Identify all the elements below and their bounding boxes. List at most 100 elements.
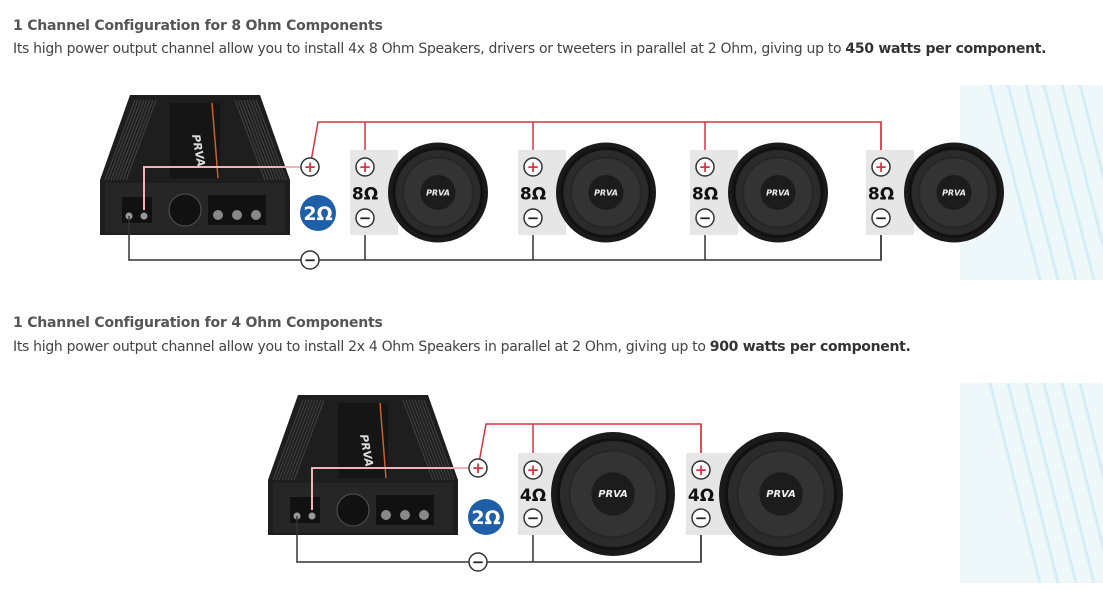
cooling-fan	[336, 493, 370, 527]
heatsink-fin	[110, 99, 142, 181]
background-stripe	[1078, 383, 1103, 482]
speaker-dust-cap	[759, 472, 803, 516]
background-stripe	[1042, 383, 1096, 583]
speaker-dust-cap	[588, 175, 624, 210]
speaker-positive-icon-symbol: +	[875, 158, 888, 176]
terminal-screw	[140, 212, 148, 220]
heatsink-fin	[411, 399, 443, 481]
background-stripe	[988, 85, 1042, 280]
speaker-dust-cap	[591, 472, 635, 516]
heatsink-fin	[417, 399, 449, 481]
speaker-brand-logo: PRVA	[598, 489, 628, 500]
heatsink-fin	[287, 399, 319, 481]
section-2-title: 1 Channel Configuration for 4 Ohm Compon…	[13, 315, 383, 331]
total-load-badge	[468, 499, 504, 535]
speaker-dust-cap	[936, 175, 972, 210]
heatsink-fin	[405, 399, 437, 481]
speaker-terminal	[122, 197, 152, 223]
heatsink-fin	[281, 399, 313, 481]
amp-top-panel	[338, 403, 388, 478]
speaker-positive-icon-symbol: +	[527, 158, 540, 176]
heatsink-fin	[119, 99, 151, 181]
speaker-dust-cap	[420, 175, 456, 210]
positive-wire	[143, 166, 310, 210]
heatsink-fin	[420, 399, 452, 481]
amp-orange-stripe	[379, 402, 387, 479]
heatsink-fin	[278, 399, 310, 481]
background-stripe	[988, 383, 1042, 583]
speaker-dust-cap	[760, 175, 796, 210]
background-stripe	[1060, 383, 1103, 554]
heatsink-fin	[104, 99, 136, 181]
heatsink-fin	[107, 99, 139, 181]
total-load-label: 2Ω	[303, 203, 332, 225]
heatsink-fin	[113, 99, 145, 181]
speaker-terminal	[290, 497, 320, 523]
terminal-screw	[251, 210, 261, 220]
background-stripe	[1006, 85, 1060, 280]
total-load-label: 2Ω	[471, 507, 500, 529]
speaker-negative-icon-symbol: −	[699, 209, 712, 227]
speaker-negative-icon-symbol: −	[527, 209, 540, 227]
speaker-negative-icon	[871, 208, 891, 228]
terminal-screw	[381, 510, 391, 520]
terminal-screw	[232, 210, 242, 220]
speaker-impedance-label: 8Ω	[868, 185, 894, 205]
speaker-positive-icon	[695, 157, 715, 177]
speaker-negative-icon	[523, 208, 543, 228]
speaker-impedance-label: 4Ω	[688, 486, 714, 506]
speaker-negative-icon-symbol: −	[527, 509, 540, 527]
speaker-positive-icon	[523, 157, 543, 177]
amp-positive-terminal-icon	[300, 157, 320, 177]
heatsink-fin	[275, 399, 307, 481]
speaker-positive-icon-symbol: +	[359, 158, 372, 176]
speaker-brand-logo: PRVA	[766, 489, 796, 500]
amp-negative-terminal-icon	[300, 250, 320, 270]
amp-top-panel	[170, 103, 220, 178]
background-stripe	[1060, 85, 1103, 251]
heatsink-fin	[125, 99, 157, 181]
background-stripe	[1078, 85, 1103, 181]
total-load-badge	[300, 195, 336, 231]
speaker-impedance-label: 4Ω	[520, 486, 546, 506]
speaker-positive-icon	[691, 460, 711, 480]
speaker-impedance-label: 8Ω	[352, 185, 378, 205]
heatsink-fin	[414, 399, 446, 481]
heatsink-fin	[402, 399, 434, 481]
desc-bold: 900 watts per component.	[709, 339, 911, 355]
amp-brand-logo: PRVA	[357, 433, 376, 468]
section-1-title: 1 Channel Configuration for 8 Ohm Compon…	[13, 18, 383, 34]
speaker-impedance-label: 8Ω	[520, 185, 546, 205]
cooling-fan	[168, 193, 202, 227]
heatsink-fin	[116, 99, 148, 181]
speaker-positive-icon	[523, 460, 543, 480]
speaker-positive-icon-symbol: +	[695, 461, 708, 479]
amp-positive-terminal-icon	[468, 458, 488, 478]
background-stripe	[1024, 383, 1078, 583]
amp-orange-stripe	[211, 102, 219, 179]
amp-negative-terminal-icon-symbol: −	[472, 553, 485, 571]
heatsink-fin	[284, 399, 316, 481]
speaker-impedance-label: 8Ω	[692, 185, 718, 205]
amp-positive-terminal-icon-symbol: +	[304, 158, 317, 176]
speaker-negative-icon-symbol: −	[875, 209, 888, 227]
section-1-description: Its high power output channel allow you …	[13, 41, 1046, 57]
terminal-screw	[419, 510, 429, 520]
desc-bold: 450 watts per component.	[845, 41, 1047, 57]
terminal-screw	[213, 210, 223, 220]
speaker-positive-icon-symbol: +	[527, 461, 540, 479]
speaker-brand-logo: PRVA	[942, 189, 966, 198]
speaker-positive-icon-symbol: +	[699, 158, 712, 176]
heatsink-fin	[423, 399, 455, 481]
amp-positive-terminal-icon-symbol: +	[472, 459, 485, 477]
speaker-positive-icon	[871, 157, 891, 177]
heatsink-fin	[290, 399, 322, 481]
amp-negative-terminal-icon-symbol: −	[304, 251, 317, 269]
speaker-brand-logo: PRVA	[594, 189, 618, 198]
heatsink-fin	[408, 399, 440, 481]
background-stripe	[1042, 85, 1096, 280]
speaker-negative-icon-symbol: −	[359, 209, 372, 227]
amp-brand-logo: PRVA	[189, 133, 208, 168]
